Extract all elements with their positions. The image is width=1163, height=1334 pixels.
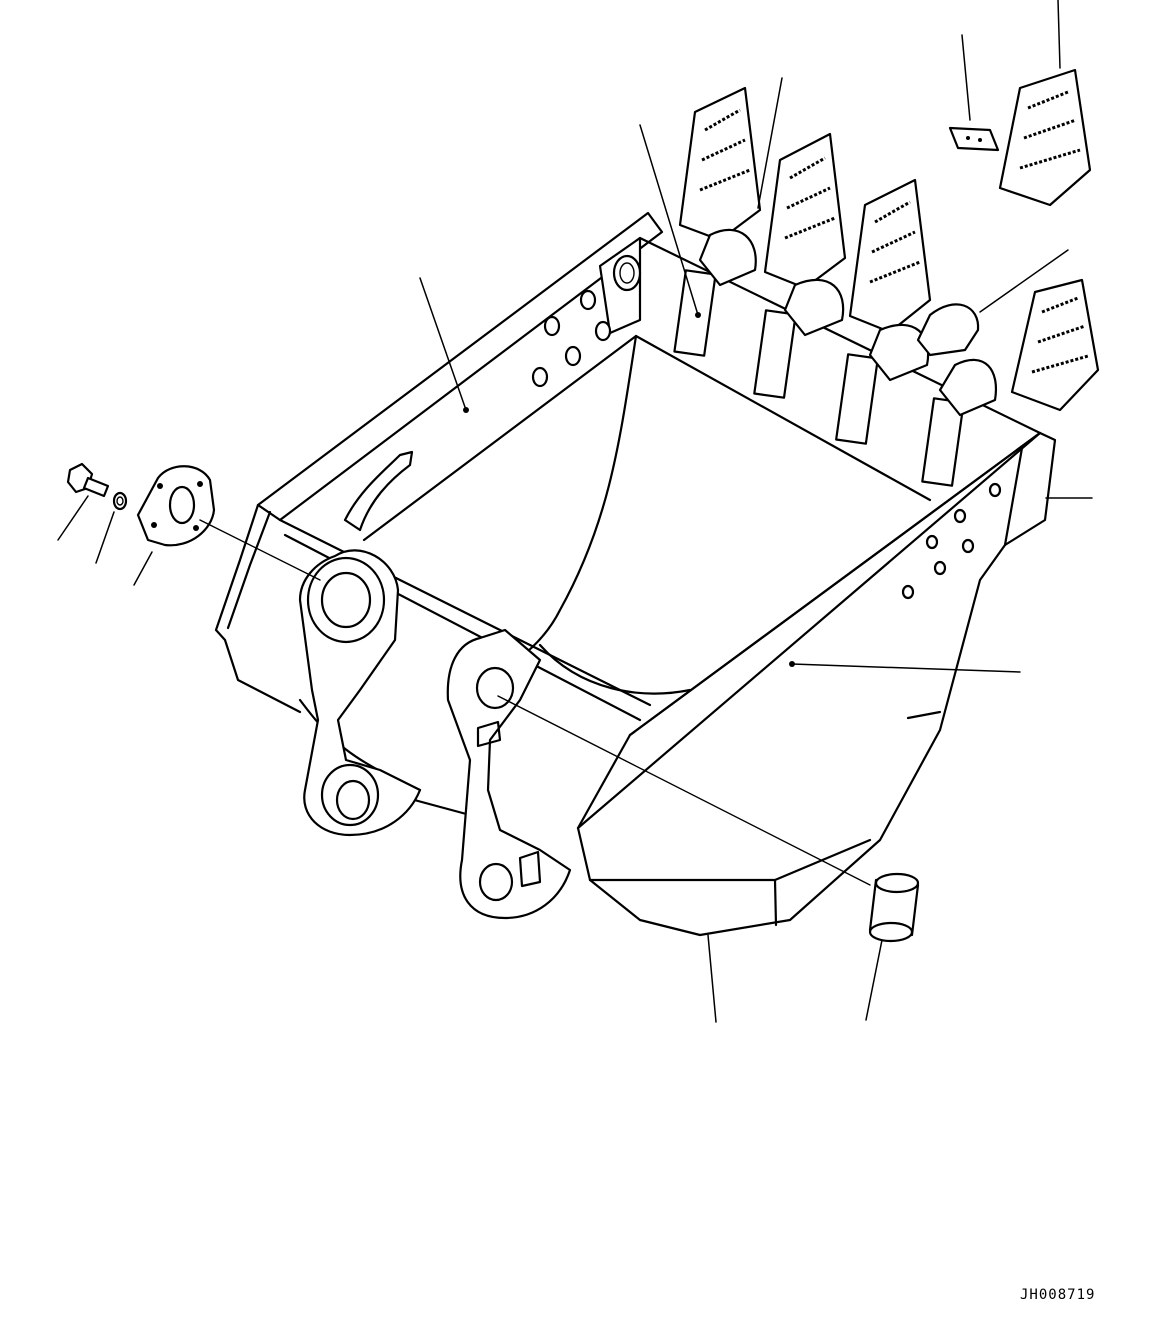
- leader-lines: [58, 0, 1092, 1022]
- lock-washer: [114, 493, 126, 509]
- bracket-cutout-lower: [520, 852, 540, 886]
- tooth-2: [765, 134, 845, 335]
- axis-line-bushing: [498, 696, 870, 885]
- bracket-cutout-upper: [478, 722, 500, 746]
- tooth-5: [1012, 280, 1098, 410]
- leader-tooth-cap: [980, 250, 1068, 312]
- leader-bolt: [58, 496, 88, 540]
- tooth-3: [850, 180, 930, 380]
- leader-adapter: [640, 125, 698, 315]
- left-plate-bolt-holes: [533, 291, 610, 386]
- mounting-bolt: [68, 464, 108, 496]
- leader-retainer: [134, 552, 152, 585]
- tooth-1: [680, 88, 760, 285]
- left-side-plate: [216, 213, 662, 712]
- leader-side-plate-left: [420, 278, 466, 410]
- right-side-plate: [578, 433, 1055, 935]
- tooth-4-missing-position: [918, 304, 996, 415]
- right-plate-bolt-holes: [903, 484, 1000, 598]
- bucket-assembly: [216, 88, 1098, 935]
- leader-bucket-bottom: [708, 935, 716, 1022]
- bushing: [870, 874, 918, 941]
- cutting-edge-adapters: [640, 238, 1040, 486]
- leader-spare-tooth: [1058, 0, 1060, 68]
- bucket-teeth: [680, 88, 1098, 415]
- leader-washer: [96, 512, 114, 563]
- drawing-reference-code: JH008719: [1020, 1287, 1096, 1303]
- leader-side-plate-right: [792, 664, 1020, 672]
- axis-line-retainer: [200, 520, 320, 580]
- leader-bushing: [866, 940, 882, 1020]
- leader-lock-pin: [962, 35, 970, 120]
- leader-tooth-1: [758, 78, 782, 208]
- lifting-hook: [345, 452, 412, 530]
- left-bracket: [300, 550, 420, 835]
- spare-tooth: [1000, 70, 1090, 205]
- retainer-plate: [138, 466, 214, 545]
- tooth-lock-pin: [950, 128, 998, 150]
- right-bracket: [448, 630, 570, 918]
